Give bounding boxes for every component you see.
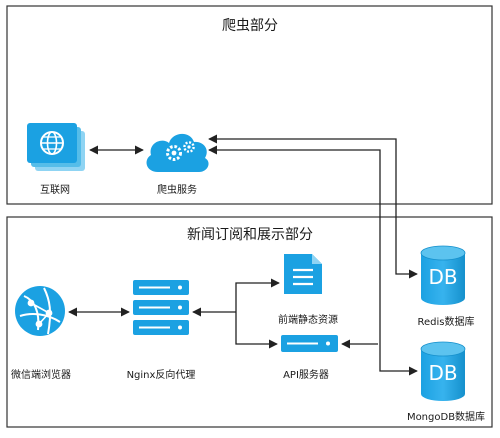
internet-label: 互联网 xyxy=(40,185,70,196)
edge-nginx-api xyxy=(235,312,278,349)
crawler-service-label: 爬虫服务 xyxy=(157,185,197,196)
server-icon xyxy=(281,335,338,352)
globe-icon xyxy=(27,123,85,171)
server-stack-icon xyxy=(133,280,189,335)
redis-label: Redis数据库 xyxy=(417,317,475,328)
edge-crawler-mongodb xyxy=(208,145,418,376)
database-icon xyxy=(420,245,466,305)
redis-db-badge: DB xyxy=(428,265,458,289)
crawler-section-box xyxy=(6,5,493,205)
mongodb-label: MongoDB数据库 xyxy=(406,412,486,423)
crawler-section-title: 爬虫部分 xyxy=(222,18,278,34)
api-server-label: API服务器 xyxy=(283,370,329,381)
cloud-gears-icon xyxy=(146,133,209,172)
nginx-label: Nginx反向代理 xyxy=(126,370,196,381)
edge-nginx-static xyxy=(235,278,280,312)
database-icon xyxy=(420,341,466,401)
mongodb-db-badge: DB xyxy=(428,361,458,385)
wechat-browser-label: 微信端浏览器 xyxy=(11,370,71,381)
browser-globe-icon xyxy=(15,286,65,336)
connectors xyxy=(68,134,418,376)
document-icon xyxy=(284,254,322,294)
static-resources-label: 前端静态资源 xyxy=(278,315,338,326)
edge-crawler-redis xyxy=(208,134,418,279)
news-section-title: 新闻订阅和展示部分 xyxy=(187,227,313,243)
